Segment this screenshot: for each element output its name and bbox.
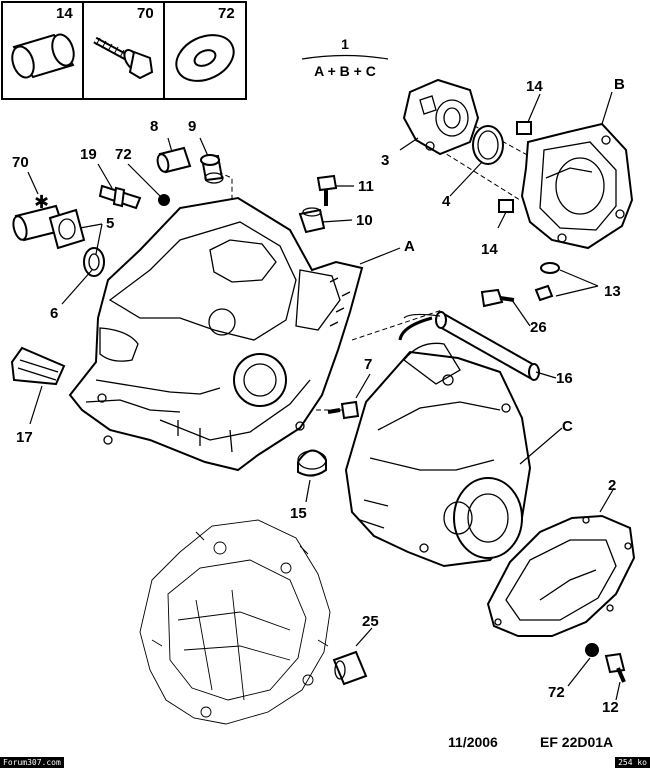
callout-5: 5 bbox=[106, 215, 114, 232]
legend-number: 70 bbox=[137, 5, 154, 22]
washer-icon bbox=[175, 34, 235, 82]
selector-housing-3 bbox=[402, 78, 480, 156]
callout-17: 17 bbox=[16, 429, 33, 446]
end-cover-B bbox=[520, 122, 634, 250]
gearbox-casing-C bbox=[344, 313, 532, 568]
callout-C: C bbox=[562, 418, 573, 435]
screw-icon bbox=[93, 36, 154, 80]
callout-2: 2 bbox=[608, 477, 616, 494]
legend-number: 72 bbox=[218, 5, 235, 22]
gearbox-casing-A bbox=[68, 196, 364, 472]
file-size-badge: 254 ko bbox=[615, 757, 650, 768]
sensor-19 bbox=[98, 184, 142, 210]
callout-14-upper: 14 bbox=[526, 78, 543, 95]
ghost-casing-outline bbox=[139, 519, 331, 725]
callout-8: 8 bbox=[150, 118, 158, 135]
assembly-formula: 1 A + B + C bbox=[301, 36, 389, 79]
bolt-7 bbox=[327, 400, 360, 420]
cap-14-lower bbox=[498, 199, 514, 213]
parts-legend: 14 70 72 bbox=[1, 1, 247, 100]
callout-12: 12 bbox=[602, 699, 619, 716]
bolt-26 bbox=[480, 288, 515, 308]
site-watermark: Forum307.com bbox=[0, 757, 64, 768]
callout-70: 70 bbox=[12, 154, 29, 171]
cap-plug-icon bbox=[11, 33, 75, 79]
assembly-composition: A + B + C bbox=[314, 63, 376, 79]
callout-6: 6 bbox=[50, 305, 58, 322]
bushing-9 bbox=[200, 154, 224, 184]
breather-13 bbox=[534, 262, 560, 302]
callout-3: 3 bbox=[381, 152, 389, 169]
callout-15: 15 bbox=[290, 505, 307, 522]
callout-7: 7 bbox=[364, 356, 372, 373]
diagram-date: 11/2006 bbox=[448, 734, 498, 750]
plug-8 bbox=[156, 146, 192, 174]
callout-26: 26 bbox=[530, 319, 547, 336]
callout-4: 4 bbox=[442, 193, 451, 210]
callout-A: A bbox=[404, 238, 415, 255]
callout-19: 19 bbox=[80, 146, 97, 163]
cap-14-upper bbox=[516, 121, 532, 135]
washer-72-lower bbox=[585, 643, 599, 657]
callout-9: 9 bbox=[188, 118, 196, 135]
callout-72-lower: 72 bbox=[548, 684, 565, 701]
callout-25: 25 bbox=[362, 613, 379, 630]
washer-72-upper bbox=[158, 194, 170, 206]
callout-14-lower: 14 bbox=[481, 241, 498, 258]
callout-B: B bbox=[614, 76, 625, 93]
callout-labels: B 14 3 4 14 13 8 9 19 72 70 11 10 A 5 6 … bbox=[12, 76, 625, 716]
callout-72-upper: 72 bbox=[115, 146, 132, 163]
legend-number: 14 bbox=[56, 5, 73, 22]
bolt-12 bbox=[604, 652, 626, 683]
callout-10: 10 bbox=[356, 212, 373, 229]
callout-16: 16 bbox=[556, 370, 573, 387]
cover-plate-17 bbox=[10, 346, 66, 386]
assembly-number: 1 bbox=[341, 36, 349, 52]
pin-25 bbox=[332, 650, 368, 686]
leader-lines bbox=[27, 91, 621, 701]
guide-tube-5 bbox=[12, 204, 86, 250]
plug-15 bbox=[297, 449, 327, 477]
bolt-11 bbox=[316, 174, 338, 206]
callout-13: 13 bbox=[604, 283, 621, 300]
callout-11: 11 bbox=[358, 178, 374, 195]
diagram-reference: EF 22D01A bbox=[540, 734, 613, 750]
seal-6 bbox=[83, 247, 105, 277]
switch-10 bbox=[298, 207, 326, 234]
rear-cover-2 bbox=[486, 514, 636, 637]
